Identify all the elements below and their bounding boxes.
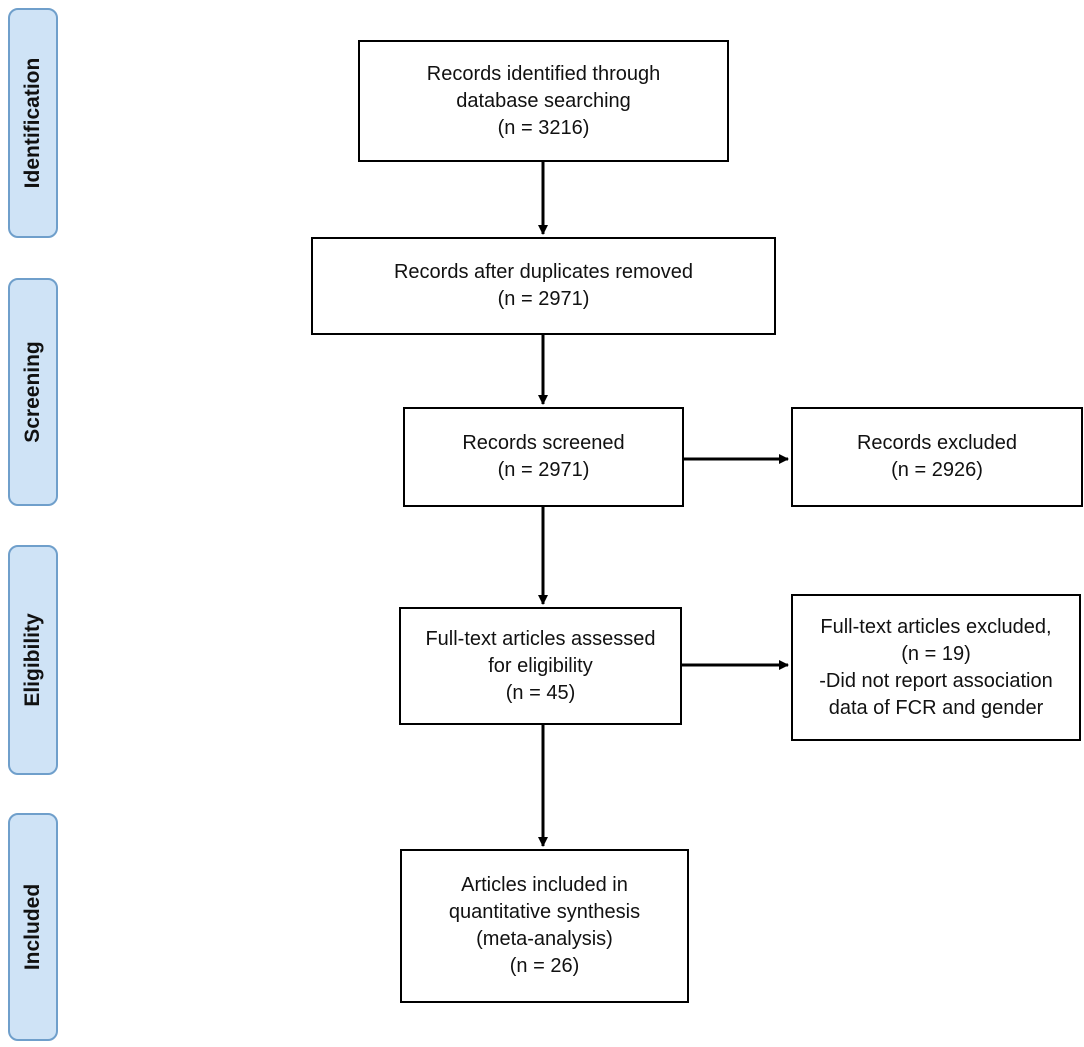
box-records-excluded-line1: Records excluded bbox=[856, 432, 1018, 454]
box-articles-included-line1: Articles included in bbox=[461, 874, 628, 896]
stage-screening: Screening bbox=[8, 278, 58, 506]
box-records-identified: Records identified through database sear… bbox=[358, 40, 729, 162]
box-fulltext-excluded-reason-line1: -Did not report association bbox=[819, 669, 1053, 692]
box-articles-included-count: (n = 26) bbox=[509, 955, 580, 977]
box-articles-included: Articles included in quantitative synthe… bbox=[400, 849, 689, 1003]
box-records-excluded-count: (n = 2926) bbox=[891, 459, 983, 481]
box-fulltext-excluded-line1: Full-text articles excluded, bbox=[820, 615, 1052, 638]
box-fulltext-excluded-reason-line2: data of FCR and gender bbox=[828, 696, 1044, 719]
box-records-identified-count: (n = 3216) bbox=[497, 116, 590, 139]
box-fulltext-assessed: Full-text articles assessed for eligibil… bbox=[399, 607, 682, 725]
box-fulltext-assessed-count: (n = 45) bbox=[505, 681, 576, 704]
box-fulltext-assessed-line2: for eligibility bbox=[488, 654, 593, 677]
stage-included: Included bbox=[8, 813, 58, 1041]
box-records-screened: Records screened (n = 2971) bbox=[403, 407, 684, 507]
box-articles-included-line3: (meta-analysis) bbox=[476, 928, 613, 950]
box-records-screened-line1: Records screened bbox=[462, 432, 625, 454]
box-articles-included-line2: quantitative synthesis bbox=[448, 901, 641, 923]
box-records-after-duplicates: Records after duplicates removed (n = 29… bbox=[311, 237, 776, 335]
stage-identification: Identification bbox=[8, 8, 58, 238]
box-fulltext-excluded: Full-text articles excluded, (n = 19) -D… bbox=[791, 594, 1081, 741]
box-records-identified-line2: database searching bbox=[456, 89, 631, 112]
box-records-screened-count: (n = 2971) bbox=[497, 459, 590, 481]
box-records-after-duplicates-count: (n = 2971) bbox=[497, 288, 590, 310]
box-fulltext-assessed-line1: Full-text articles assessed bbox=[425, 627, 656, 650]
stage-eligibility: Eligibility bbox=[8, 545, 58, 775]
box-fulltext-excluded-count: (n = 19) bbox=[901, 642, 971, 665]
box-records-after-duplicates-line1: Records after duplicates removed bbox=[393, 261, 694, 283]
box-records-excluded: Records excluded (n = 2926) bbox=[791, 407, 1083, 507]
box-records-identified-line1: Records identified through bbox=[426, 62, 661, 85]
